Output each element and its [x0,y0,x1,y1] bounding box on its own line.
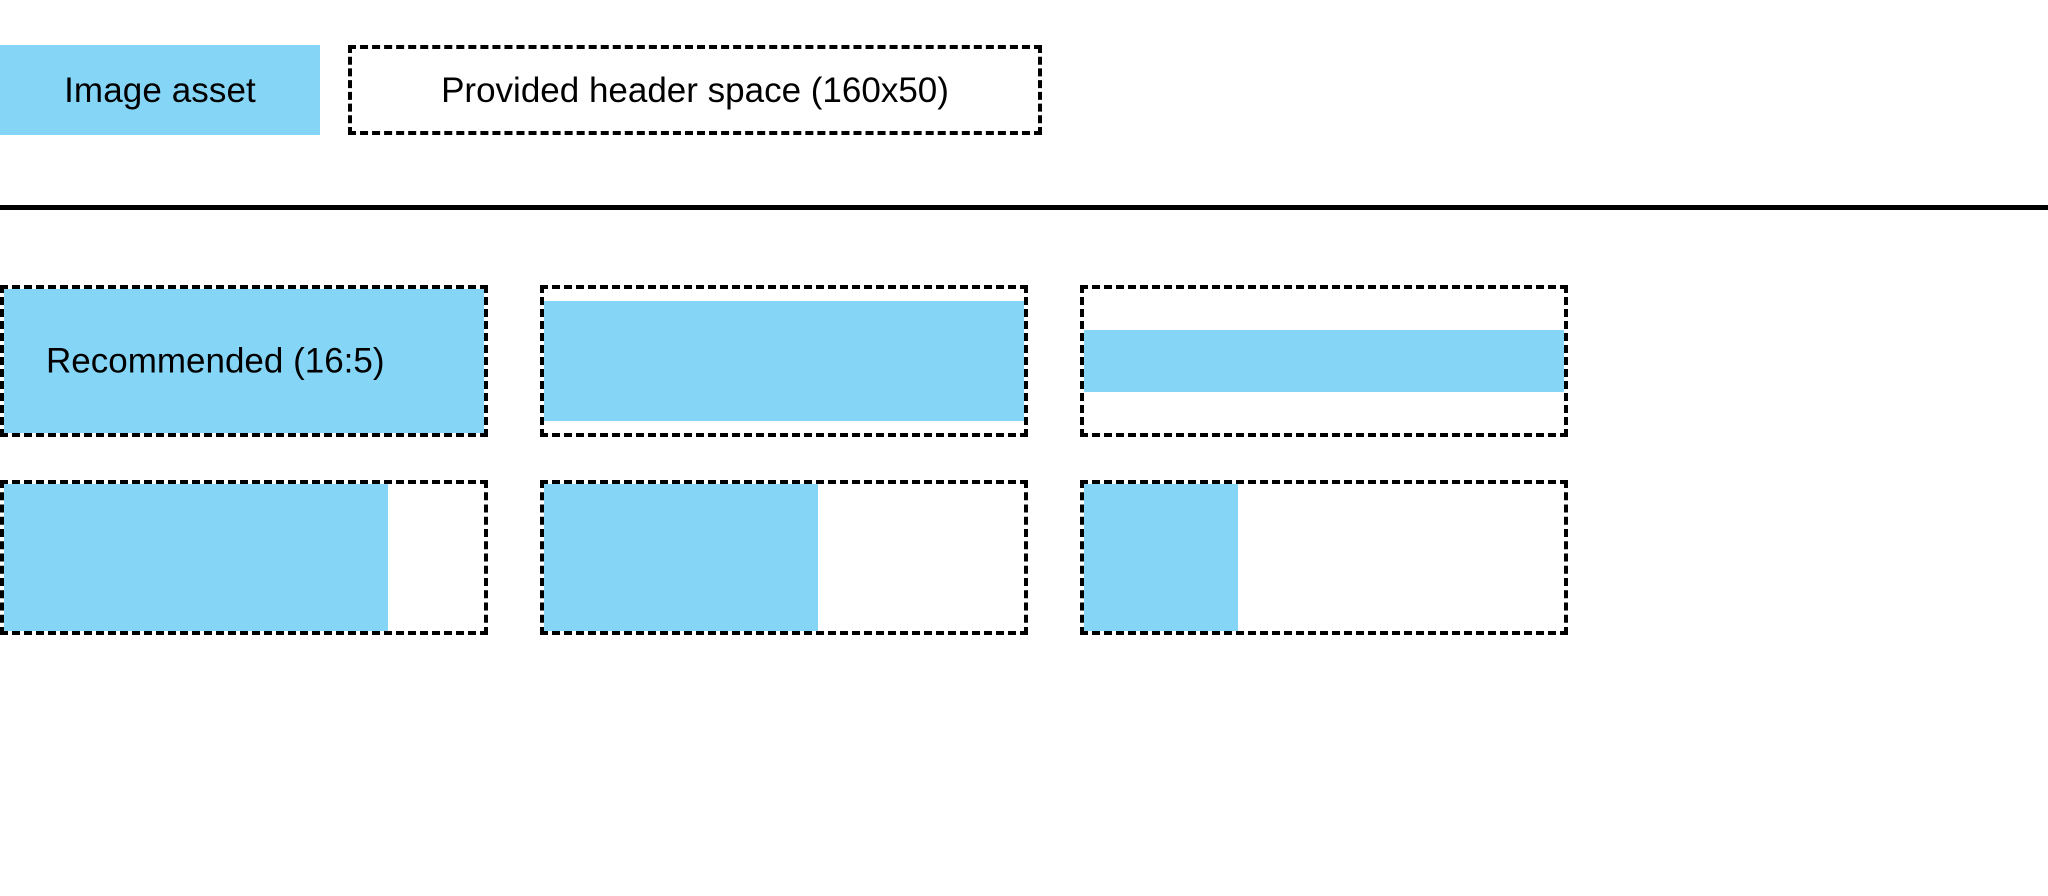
provided-header-space-label: Provided header space (160x50) [441,70,949,110]
recommended-ratio-label: Recommended (16:5) [46,341,385,381]
ratio-cell-inset-small [540,285,1028,437]
ratio-cell-width-80 [0,480,488,635]
image-asset-swatch: Image asset [0,45,320,135]
ratio-cell-width-57 [540,480,1028,635]
section-divider [0,205,2048,210]
ratio-row-1: Recommended (16:5) [0,285,2048,437]
ratio-cell-recommended: Recommended (16:5) [0,285,488,437]
provided-header-space-box: Provided header space (160x50) [348,45,1042,135]
asset-fill-width-32 [1084,484,1238,631]
asset-fill-inset-large [1084,330,1564,392]
image-asset-label: Image asset [64,70,256,110]
asset-fill-full [4,289,484,433]
asset-fill-width-80 [4,484,388,631]
ratio-cell-width-32 [1080,480,1568,635]
asset-fill-width-57 [544,484,818,631]
ratio-cell-inset-large [1080,285,1568,437]
legend-row: Image asset Provided header space (160x5… [0,45,1042,135]
ratio-examples-grid: Recommended (16:5) [0,285,2048,635]
asset-fill-inset-small [544,301,1024,421]
ratio-row-2 [0,480,2048,635]
